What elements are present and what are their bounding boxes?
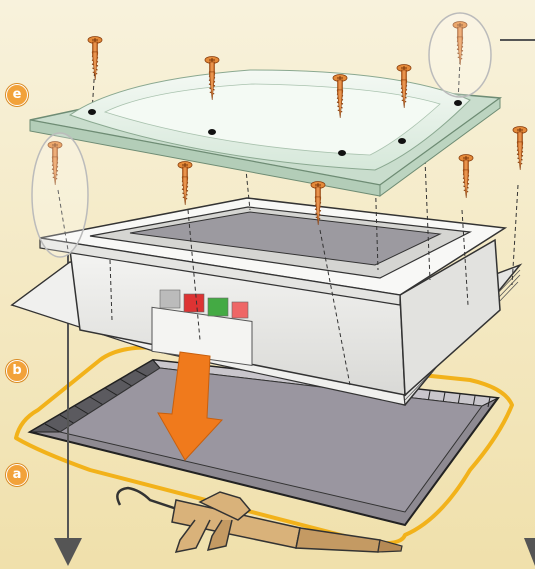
step-badge-b: b bbox=[6, 360, 28, 382]
left-screw-callout bbox=[32, 133, 88, 257]
step-badge-e: e bbox=[6, 84, 28, 106]
step-badge-a: a bbox=[6, 464, 28, 486]
right-screw-callout bbox=[429, 13, 491, 97]
